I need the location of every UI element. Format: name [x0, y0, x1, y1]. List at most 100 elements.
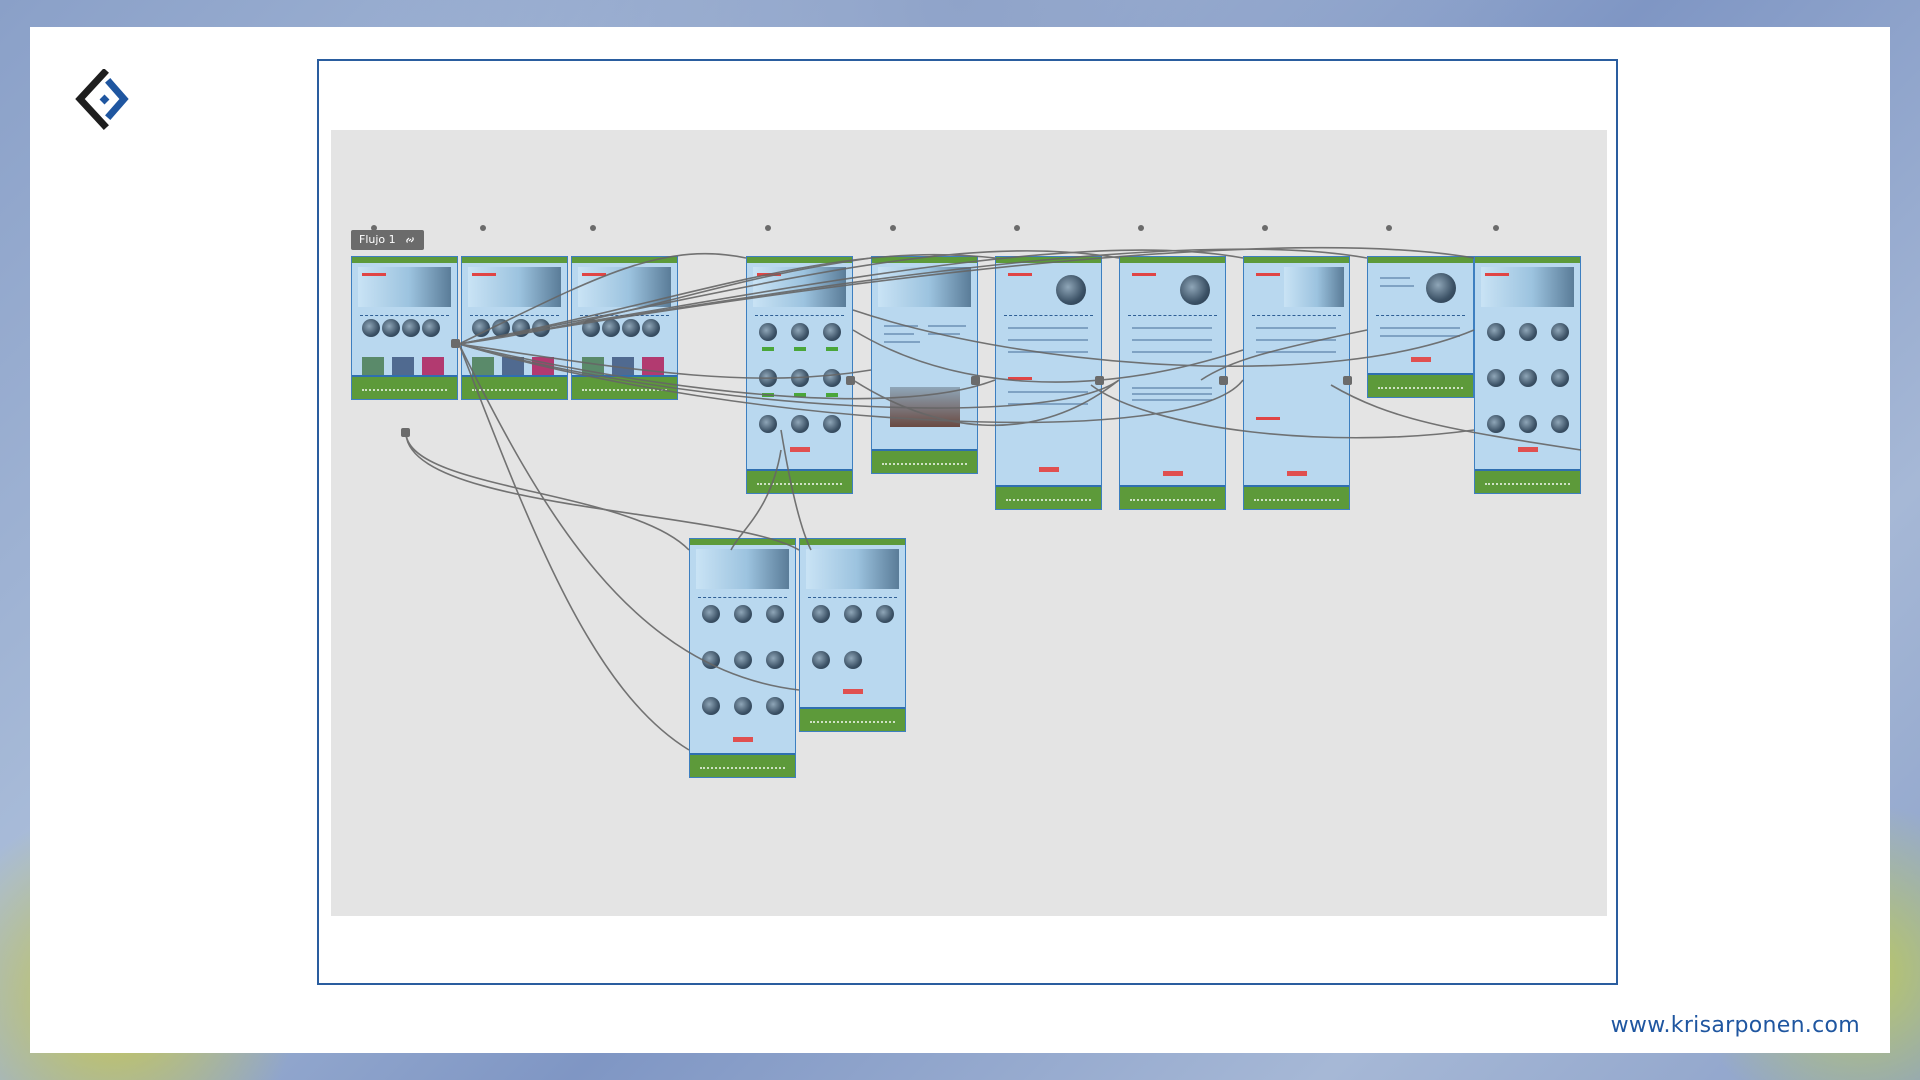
- section-title: [1256, 417, 1280, 420]
- flow-start-label[interactable]: Flujo 1: [351, 230, 424, 250]
- dog-photo: [532, 319, 550, 337]
- text-line: [1380, 285, 1414, 287]
- screen-footer: [572, 375, 677, 399]
- screen-title: [1485, 273, 1509, 276]
- dog-photo: [766, 697, 784, 715]
- screen-title: [582, 273, 606, 276]
- submit-button[interactable]: [1163, 471, 1183, 476]
- screen-title: [1132, 273, 1156, 276]
- screen-form-1[interactable]: [995, 256, 1102, 510]
- dog-photo: [602, 319, 620, 337]
- form-field[interactable]: [1008, 351, 1088, 353]
- screen-home-2[interactable]: [461, 256, 568, 400]
- screen-hero-image: [1284, 267, 1344, 307]
- screen-form-3[interactable]: [1243, 256, 1350, 510]
- dog-photo: [1426, 273, 1456, 303]
- form-field[interactable]: [1256, 339, 1336, 341]
- screen-adopt-list-2[interactable]: [1474, 256, 1581, 494]
- adopt-button[interactable]: [826, 393, 838, 397]
- prototype-connections: [371, 225, 1582, 751]
- news-thumbnail: [392, 357, 414, 377]
- screen-adopt-list-4[interactable]: [799, 538, 906, 732]
- form-field[interactable]: [1008, 327, 1088, 329]
- screen-adopt-list-3[interactable]: [689, 538, 796, 778]
- screen-home-3[interactable]: [571, 256, 678, 400]
- adopt-button[interactable]: [794, 393, 806, 397]
- form-field[interactable]: [1132, 339, 1212, 341]
- load-more-button[interactable]: [843, 689, 863, 694]
- screen-dog-detail[interactable]: [871, 256, 978, 474]
- screen-divider: [1004, 315, 1093, 316]
- screen-nav-bar: [872, 257, 977, 263]
- dog-photo: [402, 319, 420, 337]
- screen-title: [1008, 273, 1032, 276]
- adopt-button[interactable]: [794, 347, 806, 351]
- screen-nav-bar: [690, 539, 795, 545]
- adopt-button[interactable]: [826, 347, 838, 351]
- form-field[interactable]: [1256, 351, 1336, 353]
- dog-photo: [1551, 369, 1569, 387]
- screen-divider: [1376, 315, 1465, 316]
- dog-photo: [1487, 369, 1505, 387]
- load-more-button[interactable]: [733, 737, 753, 742]
- dog-photo: [702, 651, 720, 669]
- dog-photo: [734, 697, 752, 715]
- dog-photo: [1519, 369, 1537, 387]
- screen-footer: [1368, 373, 1473, 397]
- text-line: [928, 325, 966, 327]
- screen-confirmation[interactable]: [1367, 256, 1474, 398]
- text-line: [1132, 387, 1212, 389]
- text-line: [884, 341, 920, 343]
- form-field[interactable]: [1256, 327, 1336, 329]
- screen-footer: [996, 485, 1101, 509]
- back-button[interactable]: [1411, 357, 1431, 362]
- screen-footer: [1120, 485, 1225, 509]
- prototype-canvas[interactable]: Flujo 1: [331, 130, 1607, 916]
- text-line: [1380, 327, 1460, 329]
- news-thumbnail: [532, 357, 554, 377]
- dog-photo: [512, 319, 530, 337]
- screen-nav-bar: [800, 539, 905, 545]
- dog-photo: [734, 605, 752, 623]
- dog-photo: [472, 319, 490, 337]
- dog-photo: [759, 415, 777, 433]
- form-field[interactable]: [1132, 351, 1212, 353]
- form-field[interactable]: [1008, 403, 1088, 405]
- screen-title: [472, 273, 496, 276]
- screen-title: [362, 273, 386, 276]
- screen-form-2[interactable]: [1119, 256, 1226, 510]
- adopt-button[interactable]: [762, 347, 774, 351]
- submit-button[interactable]: [1287, 471, 1307, 476]
- text-line: [884, 333, 914, 335]
- link-icon[interactable]: [404, 234, 416, 246]
- text-line: [1380, 335, 1460, 337]
- screen-home-1[interactable]: [351, 256, 458, 400]
- screen-nav-bar: [462, 257, 567, 263]
- screen-adopt-list-1[interactable]: [746, 256, 853, 494]
- form-field[interactable]: [1132, 327, 1212, 329]
- dog-photo: [823, 415, 841, 433]
- screen-footer: [462, 375, 567, 399]
- screen-nav-bar: [747, 257, 852, 263]
- load-more-button[interactable]: [1518, 447, 1538, 452]
- screen-footer: [690, 753, 795, 777]
- screen-nav-bar: [352, 257, 457, 263]
- dog-photo: [1519, 323, 1537, 341]
- screen-divider: [698, 597, 787, 598]
- dog-photo: [844, 651, 862, 669]
- dog-photo: [823, 323, 841, 341]
- screen-divider: [470, 315, 559, 316]
- dog-photo: [876, 605, 894, 623]
- screen-divider: [1252, 315, 1341, 316]
- adopt-button[interactable]: [762, 393, 774, 397]
- form-field[interactable]: [1008, 391, 1088, 393]
- dog-photo: [582, 319, 600, 337]
- form-field[interactable]: [1008, 339, 1088, 341]
- submit-button[interactable]: [1039, 467, 1059, 472]
- website-url[interactable]: www.krisarponen.com: [1610, 1013, 1860, 1038]
- dog-photo: [1180, 275, 1210, 305]
- load-more-button[interactable]: [790, 447, 810, 452]
- screen-nav-bar: [572, 257, 677, 263]
- dog-photo: [622, 319, 640, 337]
- text-line: [928, 333, 960, 335]
